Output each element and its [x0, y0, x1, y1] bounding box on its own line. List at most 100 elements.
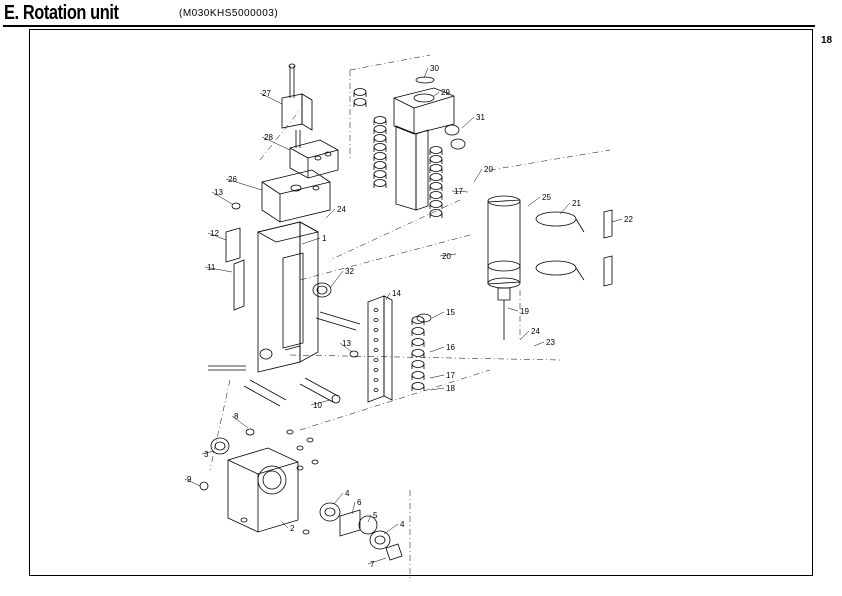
callout-24: 24: [531, 327, 540, 336]
fitting-32-inner: [316, 285, 328, 295]
block-edge: [257, 461, 299, 475]
bar-14-hole: [373, 338, 379, 342]
shaft-10-end: [331, 394, 341, 404]
sleeve-6: [339, 509, 361, 537]
manifold-edge: [413, 95, 455, 109]
page-header: E. Rotation unit (M030KHS5000003): [4, 2, 278, 24]
centerline: [209, 379, 231, 471]
fitting-31: [450, 138, 466, 150]
fitting: [429, 146, 443, 154]
bar-14-side: [383, 295, 393, 401]
clamp: [575, 218, 585, 233]
screw: [296, 445, 304, 451]
bar-14-hole: [373, 318, 379, 322]
plate-28-hole: [314, 155, 322, 161]
plate-28: [289, 139, 339, 179]
fitting-16: [411, 327, 425, 335]
leader-line: [461, 116, 475, 129]
callout-4: 4: [345, 489, 350, 498]
cylinder-top: [487, 195, 521, 207]
main-column-slot: [282, 252, 304, 349]
shaft-10: [299, 383, 334, 403]
clamp-21: [535, 260, 577, 276]
bearing-4: [319, 502, 341, 522]
bearing-bore: [257, 465, 287, 495]
leader-line: [439, 253, 457, 257]
bolt: [315, 317, 357, 331]
leader-line: [201, 450, 215, 455]
callout-1: 1: [322, 234, 327, 243]
bracket-27-side: [301, 93, 313, 131]
fitting: [429, 173, 443, 181]
fitting: [429, 155, 443, 163]
bar-14-hole: [373, 368, 379, 372]
elbow-fitting: [353, 88, 367, 96]
cylinder-band: [487, 260, 521, 272]
cylinder-boss: [497, 287, 511, 301]
centerline: [299, 234, 471, 281]
manifold-stem: [395, 125, 417, 211]
fitting-16: [411, 360, 425, 368]
o-ring-30: [415, 76, 435, 84]
leader-line: [429, 374, 445, 379]
callout-3: 3: [204, 450, 209, 459]
fitting: [429, 191, 443, 199]
leader-line: [310, 399, 331, 406]
block-26-edge: [279, 181, 331, 195]
fitting-13b: [349, 350, 359, 358]
part-8: [245, 428, 255, 436]
block-26-hole: [312, 185, 320, 191]
part-3: [210, 437, 230, 455]
elbow-fitting: [353, 98, 367, 106]
block-26: [261, 169, 331, 223]
screw: [306, 437, 314, 443]
leader-line: [204, 266, 233, 273]
callout-29: 29: [441, 88, 450, 97]
bar-14-hole: [373, 388, 379, 392]
leader-line: [559, 202, 571, 215]
main-column-hole: [259, 348, 273, 360]
bearing-block-2: [227, 447, 299, 533]
callout-7: 7: [370, 560, 375, 569]
callout-10: 10: [313, 401, 322, 410]
diagram-frame: [29, 29, 813, 576]
fitting-31: [444, 124, 460, 136]
leader-line: [301, 237, 321, 245]
leader-line: [451, 190, 469, 193]
fitting: [429, 164, 443, 172]
leader-line: [367, 557, 387, 565]
screw: [240, 517, 248, 523]
callout-30: 30: [430, 64, 439, 73]
bracket-22: [603, 209, 613, 239]
fitting: [373, 134, 387, 142]
manifold-stem-side: [415, 129, 429, 211]
fitting: [429, 200, 443, 208]
bracket-27: [281, 93, 303, 129]
callout-24: 24: [337, 205, 346, 214]
bearing-4b: [369, 530, 391, 550]
callout-14: 14: [392, 289, 401, 298]
fitting: [373, 170, 387, 178]
centerline: [349, 54, 431, 71]
callout-13: 13: [214, 188, 223, 197]
callout-17: 17: [446, 371, 455, 380]
bar-14-hole: [373, 348, 379, 352]
leader-line: [339, 342, 353, 353]
centerline: [259, 109, 301, 161]
screw: [311, 459, 319, 465]
plate-28-edge: [289, 147, 309, 159]
clamp-21: [535, 211, 577, 227]
screw: [296, 465, 304, 471]
callout-2: 2: [290, 524, 295, 533]
callout-21: 21: [572, 199, 581, 208]
leader-line: [367, 514, 372, 523]
leader-line: [351, 501, 356, 515]
callout-32: 32: [345, 267, 354, 276]
bearing-4b-inner: [374, 535, 386, 545]
section-title: E. Rotation unit: [4, 2, 119, 24]
bolt: [319, 311, 361, 325]
leader-line: [259, 92, 283, 105]
plate-28-hole: [324, 151, 332, 157]
callout-27: 27: [262, 89, 271, 98]
callout-20: 20: [442, 252, 451, 261]
